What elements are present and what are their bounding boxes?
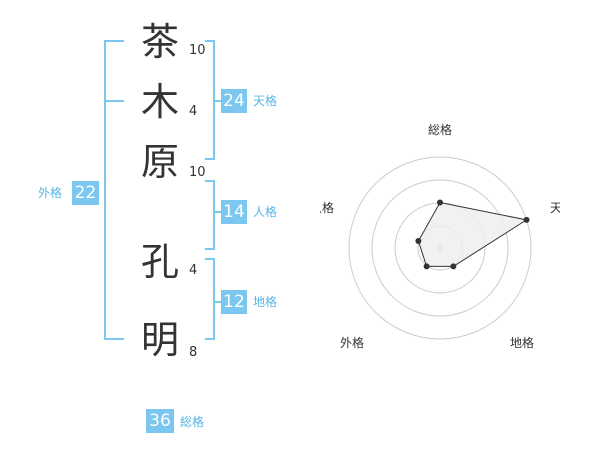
kanji-given-2: 明 <box>140 318 179 362</box>
tenkaku-bracket-bottom <box>205 158 215 160</box>
radar-axis-label-soukaku: 総格 <box>428 122 452 137</box>
gaikaku-badge: 22 <box>72 181 99 205</box>
tenkaku-bracket-top <box>205 40 215 42</box>
jinkaku-bracket <box>213 180 215 250</box>
radar-axis-label-gaikaku: 外格 <box>340 335 364 350</box>
stroke-count-given-2: 8 <box>189 345 198 360</box>
stroke-count-surname-3: 10 <box>189 165 206 180</box>
kanji-surname-2: 木 <box>140 80 179 124</box>
gaikaku-bracket <box>104 40 106 340</box>
chikaku-bracket-bottom <box>205 338 215 340</box>
radar-point-1 <box>437 199 443 206</box>
fortune-radar-chart: 総格 天格 地格 外格 人格 <box>320 122 560 350</box>
tenkaku-bracket-tick <box>213 100 221 102</box>
radar-point-2 <box>523 216 530 223</box>
radar-point-3 <box>450 263 457 270</box>
stroke-count-surname-1: 10 <box>189 43 206 58</box>
radar-data-polygon <box>417 201 528 267</box>
jinkaku-label: 人格 <box>253 205 278 219</box>
soukaku-label: 総格 <box>180 415 205 429</box>
kanji-surname-3: 原 <box>140 140 179 184</box>
chikaku-label: 地格 <box>253 295 278 309</box>
radar-grid-ring <box>371 179 509 317</box>
radar-grid-ring <box>348 156 532 340</box>
chikaku-bracket <box>213 258 215 340</box>
chikaku-bracket-top <box>205 258 215 260</box>
chikaku-bracket-tick <box>213 301 221 303</box>
soukaku-badge: 36 <box>146 409 174 433</box>
kanji-surname-1: 茶 <box>140 20 179 64</box>
kanji-given-1: 孔 <box>140 240 179 284</box>
chikaku-badge: 12 <box>221 290 247 314</box>
gaikaku-bracket-top <box>104 40 124 42</box>
jinkaku-badge: 14 <box>221 200 247 224</box>
gaikaku-label: 外格 <box>38 186 63 200</box>
radar-axis-label-chikaku: 地格 <box>510 335 534 350</box>
gaikaku-bracket-mid <box>104 100 124 102</box>
radar-point-4 <box>423 263 430 270</box>
tenkaku-badge: 24 <box>221 89 247 113</box>
jinkaku-bracket-top <box>205 180 215 182</box>
tenkaku-label: 天格 <box>253 94 278 108</box>
jinkaku-bracket-tick <box>213 211 221 213</box>
stroke-count-given-1: 4 <box>189 263 198 278</box>
radar-axis-label-jinkaku: 人格 <box>320 200 334 215</box>
jinkaku-bracket-bottom <box>205 248 215 250</box>
radar-point-5 <box>415 237 422 244</box>
radar-axis-label-tenkaku: 天格 <box>550 200 560 215</box>
stroke-count-surname-2: 4 <box>189 104 198 119</box>
gaikaku-bracket-bottom <box>104 338 124 340</box>
